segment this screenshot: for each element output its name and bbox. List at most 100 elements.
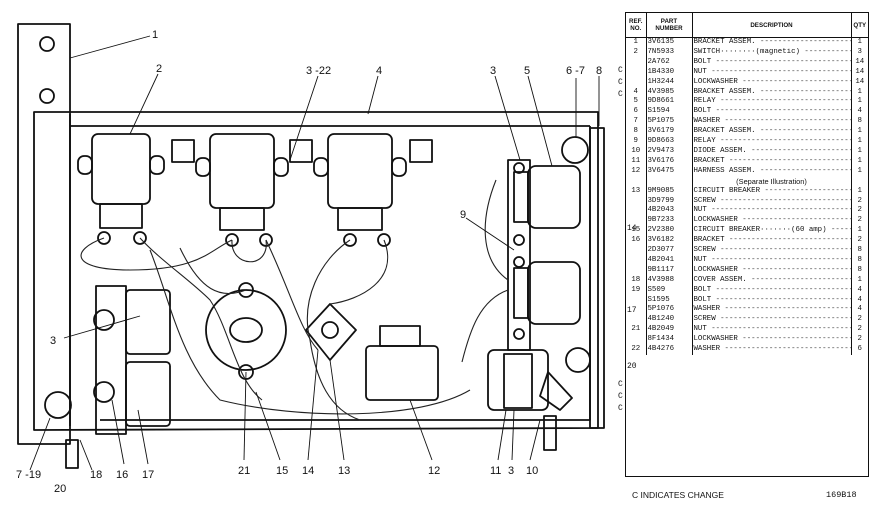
parts-cell-desc: SCREW ----------------------------------… <box>692 196 852 207</box>
header-description: DESCRIPTION <box>692 13 852 38</box>
parts-cell-desc: BRACKET ASSEM. -------------------------… <box>692 87 852 98</box>
callout-14: 14 <box>302 465 314 477</box>
leader-dots: ---------------------------------------- <box>715 57 850 66</box>
leader-dots: ---------------------------------------- <box>764 186 851 195</box>
callout-9: 9 <box>460 209 466 221</box>
parts-cell-part: 3V6182 <box>646 236 693 247</box>
leader-dots: ---------------------------------------- <box>751 146 850 155</box>
parts-cell-ref: 12 <box>626 166 647 177</box>
parts-cell-part: 4B2049 <box>646 325 693 336</box>
callout-12: 12 <box>428 465 440 477</box>
change-legend: C INDICATES CHANGE <box>632 490 724 500</box>
leader-dots: ---------------------------------------- <box>724 305 850 314</box>
stud-20 <box>65 439 79 469</box>
parts-cell-part: 1B4330 <box>646 67 693 78</box>
header-ref-no: REF. NO. <box>626 13 647 38</box>
relay-bracket <box>507 159 531 351</box>
circuit-breaker-13 <box>305 303 357 361</box>
parts-cell-ref <box>626 77 647 88</box>
parts-cell-ref <box>626 305 647 316</box>
parts-cell-part: 4V3988 <box>646 275 693 286</box>
parts-cell-qty: 1 <box>857 275 862 284</box>
main-panel <box>33 111 605 431</box>
callout-17: 17 <box>142 469 154 481</box>
leader-dots: ---------------------------------------- <box>711 255 850 264</box>
parts-cell-qty: 2 <box>857 216 862 225</box>
parts-cell-desc: (Separate Illustration) <box>692 176 852 187</box>
parts-cell-qty: 2 <box>857 325 862 334</box>
parts-cell-qty: 4 <box>857 107 862 116</box>
callout-3-bottom: 3 <box>508 465 514 477</box>
electrical-panel-diagram: 1 2 3 -22 4 3 5 6 -7 8 9 3 7 -19 20 18 1… <box>16 23 605 495</box>
parts-cell-qty: 1 <box>857 97 862 106</box>
bracket-assembly-1 <box>17 23 71 445</box>
parts-cell-qty: 4 <box>857 295 862 304</box>
parts-cell-part: 2A762 <box>646 57 693 68</box>
callout-6-7: 6 -7 <box>566 65 585 77</box>
parts-cell-part: 4V3985 <box>646 87 693 98</box>
parts-cell-part: 9M9085 <box>646 186 693 197</box>
parts-cell-qty: 4 <box>857 305 862 314</box>
leader-dots: ---------------------------------------- <box>742 216 851 225</box>
parts-cell-qty: 3 <box>857 47 862 56</box>
leader-dots: ---------------------------------------- <box>715 107 850 116</box>
parts-cell-ref <box>626 255 647 266</box>
parts-cell-ref <box>626 216 647 227</box>
parts-cell-qty: 1 <box>857 38 862 46</box>
parts-cell-ref: 6 <box>626 107 647 118</box>
leader-dots: ---------------------------------------- <box>715 285 850 294</box>
parts-cell-qty: 1 <box>857 226 862 235</box>
parts-cell-part: 2V9473 <box>646 146 693 157</box>
circuit-breaker-bracket-16 <box>93 285 171 435</box>
parts-cell-ref <box>626 315 647 326</box>
parts-cell-part: 4B2041 <box>646 255 693 266</box>
parts-cell-desc: NUT ------------------------------------… <box>692 255 852 266</box>
parts-cell-desc: BRACKET ASSEM. -------------------------… <box>692 127 852 138</box>
parts-cell-desc: NUT ------------------------------------… <box>692 67 852 78</box>
leader-dots: ---------------------------------------- <box>742 77 851 86</box>
parts-cell-desc: LOCKWASHER -----------------------------… <box>692 265 852 276</box>
parts-cell-qty: 14 <box>855 57 865 66</box>
parts-cell-part: 3V6176 <box>646 156 693 167</box>
parts-cell-ref: 4 <box>626 87 647 98</box>
leader-dots: ---------------------------------------- <box>751 275 850 284</box>
mount-tab <box>171 139 195 163</box>
leader-dots: ---------------------------------------- <box>728 236 850 245</box>
leader-dots: ---------------------------------------- <box>742 335 851 344</box>
magnetic-switch-1 <box>77 133 165 245</box>
callout-7-19: 7 -19 <box>16 469 41 481</box>
leader-dots: ---------------------------------------- <box>720 246 851 255</box>
leader-dots: ---------------------------------------- <box>711 325 850 334</box>
leader-dots: ---------------------------------------- <box>720 196 851 205</box>
callout-3-22: 3 -22 <box>306 65 331 77</box>
stud <box>543 415 557 451</box>
parts-cell-part: 9B1117 <box>646 265 693 276</box>
parts-cell-desc: NUT ------------------------------------… <box>692 206 852 217</box>
change-mark: C <box>618 392 623 401</box>
header-part-number: PART NUMBER <box>646 13 693 38</box>
parts-cell-desc: BRACKET ASSEM. -------------------------… <box>692 37 852 48</box>
parts-cell-ref: 9 <box>626 137 647 147</box>
parts-cell-qty: 1 <box>857 166 862 175</box>
parts-cell-desc: COVER ASSEM. ---------------------------… <box>692 275 852 286</box>
parts-cell-qty: 14 <box>855 67 865 76</box>
parts-cell-qty: 2 <box>857 196 862 205</box>
parts-cell-ref <box>626 246 647 256</box>
callout-21: 21 <box>238 465 250 477</box>
parts-cell-desc: LOCKWASHER -----------------------------… <box>692 77 852 88</box>
parts-cell-part: 2V2380 <box>646 226 693 237</box>
parts-cell-part: 1H3244 <box>646 77 693 88</box>
parts-cell-desc: SWITCH········(magnetic) ---------------… <box>692 47 852 58</box>
parts-cell-desc: RELAY ----------------------------------… <box>692 97 852 108</box>
